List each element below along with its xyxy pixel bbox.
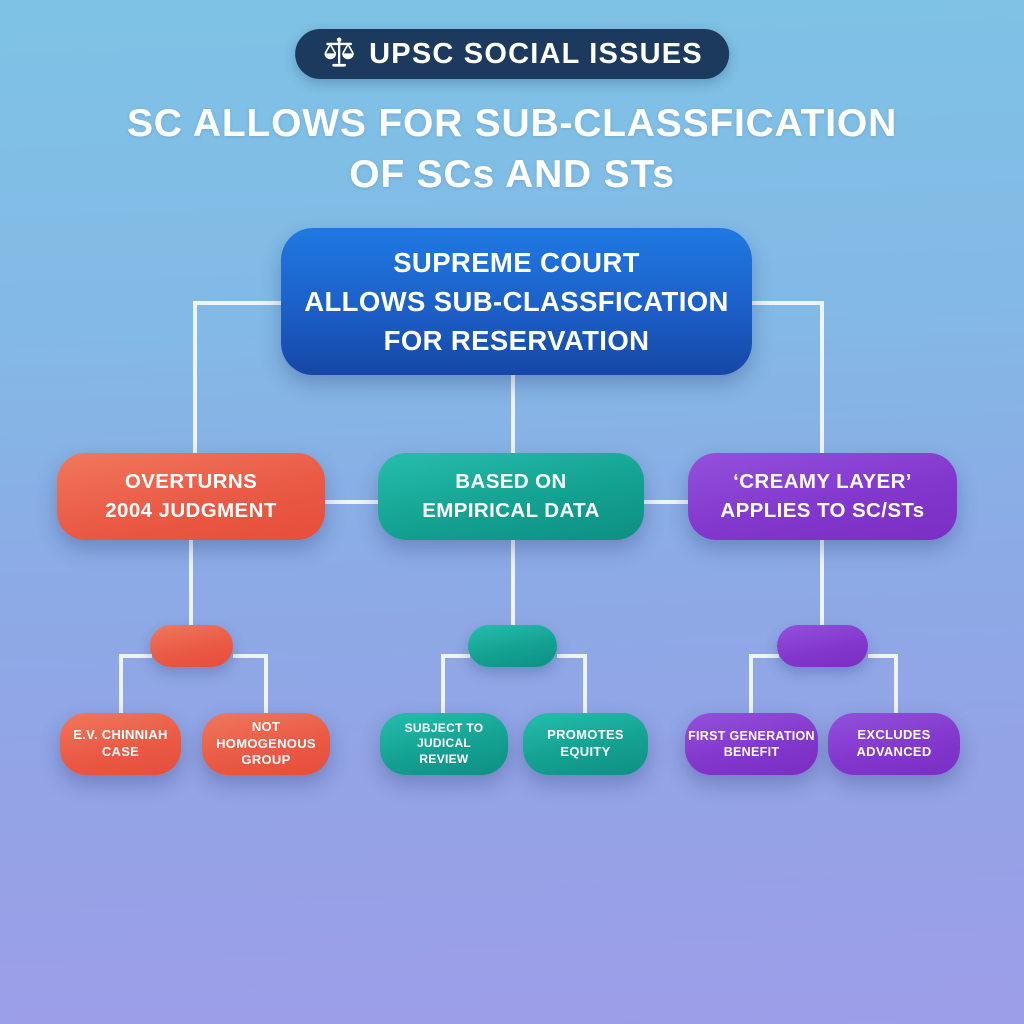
page-title-line-2: OF SCs AND STs — [349, 152, 675, 196]
connector-line — [749, 654, 753, 713]
connector-line — [121, 654, 152, 658]
leaf-node-first-generation-benefit: FIRST GENERATION BENEFIT — [685, 713, 818, 775]
leaf-line: EQUITY — [560, 744, 611, 759]
leaf-line: FIRST GENERATION — [688, 728, 815, 743]
leaf-node-subject-to-judical-review: SUBJECT TO JUDICAL REVIEW — [380, 713, 508, 775]
branch-line: 2004 JUDGMENT — [105, 498, 277, 522]
connector-line — [894, 654, 898, 713]
connector-line — [119, 654, 123, 713]
branch-node-overturns-2004-judgment: OVERTURNS 2004 JUDGMENT — [57, 453, 325, 540]
branch-junction-pill-orange — [150, 625, 233, 667]
branch-junction-pill-purple — [777, 625, 868, 667]
root-node-supreme-court: SUPREME COURT ALLOWS SUB-CLASSFICATION F… — [281, 228, 752, 375]
connector-line — [820, 538, 824, 625]
connector-line — [557, 654, 587, 658]
connector-line — [820, 301, 824, 453]
root-node-line-3: FOR RESERVATION — [383, 325, 650, 357]
leaf-line: PROMOTES — [547, 727, 624, 743]
connector-line — [749, 654, 779, 658]
branch-node-based-on-empirical-data: BASED ON EMPIRICAL DATA — [378, 453, 644, 540]
connector-line — [193, 301, 281, 305]
leaf-line: BENEFIT — [723, 745, 780, 759]
leaf-line: JUDICAL — [416, 736, 472, 751]
connector-line — [233, 654, 268, 658]
leaf-line: SUBJECT TO — [404, 720, 484, 735]
leaf-line: EXCLUDES — [857, 727, 931, 743]
root-node-line-2: ALLOWS SUB-CLASSFICATION — [304, 285, 729, 317]
leaf-line: REVIEW — [419, 751, 469, 766]
connector-line — [583, 654, 587, 713]
connector-line — [868, 654, 898, 658]
branch-junction-pill-teal — [468, 625, 557, 667]
connector-line — [189, 538, 193, 625]
branch-node-creamy-layer: ‘CREAMY LAYER’ APPLIES TO SC/STs — [688, 453, 957, 540]
connector-line — [643, 500, 688, 504]
branch-line: APPLIES TO SC/STs — [720, 498, 925, 522]
connector-line — [752, 301, 824, 305]
branch-line: ‘CREAMY LAYER’ — [733, 470, 912, 494]
connector-line — [511, 373, 515, 453]
header-badge: UPSC SOCIAL ISSUES — [295, 29, 729, 79]
connector-line — [193, 301, 197, 453]
scales-of-justice-icon — [324, 37, 354, 67]
branch-line: OVERTURNS — [124, 470, 258, 494]
connector-line — [441, 654, 445, 713]
connector-line — [441, 654, 470, 658]
leaf-node-excludes-advanced: EXCLUDES ADVANCED — [828, 713, 960, 775]
page-title: SC ALLOWS FOR SUB-CLASSFICATION OF SCs A… — [0, 99, 1024, 200]
branch-line: BASED ON — [455, 470, 567, 494]
branch-line: EMPIRICAL DATA — [422, 498, 600, 522]
leaf-line: GROUP — [241, 752, 291, 768]
leaf-node-promotes-equity: PROMOTES EQUITY — [523, 713, 648, 775]
leaf-line: CASE — [101, 744, 140, 759]
leaf-node-not-homogenous-group: NOT HOMOGENOUS GROUP — [202, 713, 330, 775]
connector-line — [325, 500, 378, 504]
leaf-line: NOT HOMOGENOUS — [216, 718, 316, 751]
badge-label: UPSC SOCIAL ISSUES — [369, 37, 703, 70]
root-node-line-1: SUPREME COURT — [393, 246, 640, 278]
leaf-node-ev-chinniah-case: E.V. CHINNIAH CASE — [60, 713, 181, 775]
connector-line — [264, 654, 268, 713]
leaf-line: ADVANCED — [856, 744, 932, 759]
connector-line — [511, 538, 515, 625]
leaf-line: E.V. CHINNIAH — [73, 727, 168, 743]
page-title-line-1: SC ALLOWS FOR SUB-CLASSFICATION — [126, 102, 898, 145]
